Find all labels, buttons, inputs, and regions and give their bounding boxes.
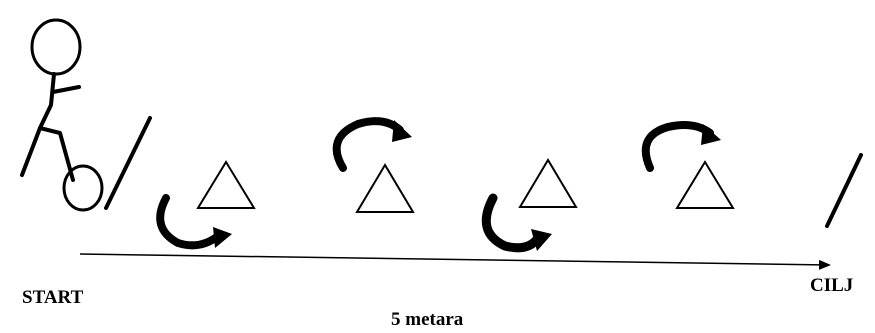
figure-body: [38, 72, 56, 130]
figure-arm: [51, 85, 81, 94]
turn-arrow-icon: [156, 194, 232, 250]
turn-arrow-icon: [641, 121, 721, 172]
figure-head: [30, 18, 82, 76]
figure-wheel: [62, 164, 104, 212]
finish-label: CILJ: [810, 275, 854, 296]
turn-arrow-icon: [481, 193, 552, 253]
cone-triangle-icon: [518, 158, 578, 208]
turn-arrow-icon: [332, 117, 412, 172]
person-pushing-wheel-icon: [20, 18, 104, 212]
start-line-icon: [104, 116, 152, 210]
cone-triangle-icon: [675, 160, 735, 209]
distance-label: 5 metara: [391, 309, 464, 330]
cone-triangle-icon: [355, 163, 415, 213]
start-label: START: [22, 287, 84, 308]
figure-front-leg: [38, 126, 75, 182]
figure-back-leg: [20, 126, 42, 177]
finish-line-icon: [825, 153, 863, 228]
distance-arrow-icon: [79, 253, 831, 270]
cone-triangle-icon: [196, 160, 256, 209]
